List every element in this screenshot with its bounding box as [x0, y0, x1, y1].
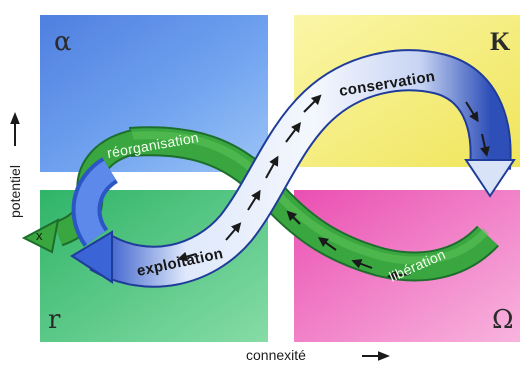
- y-axis: potentiel: [7, 112, 23, 218]
- main-ribbon: [70, 49, 516, 288]
- y-axis-label: potentiel: [7, 165, 23, 218]
- quadrant-k-label: K: [490, 27, 511, 56]
- quadrant-omega-label: Ω: [492, 305, 514, 335]
- flow-arrows: [177, 94, 490, 281]
- quadrant-alpha-label: α: [54, 27, 72, 57]
- quadrant-r-label: r: [48, 305, 61, 335]
- x-axis: connexité: [246, 347, 390, 363]
- phase-label-exit: x: [36, 228, 43, 243]
- x-axis-label: connexité: [246, 347, 306, 363]
